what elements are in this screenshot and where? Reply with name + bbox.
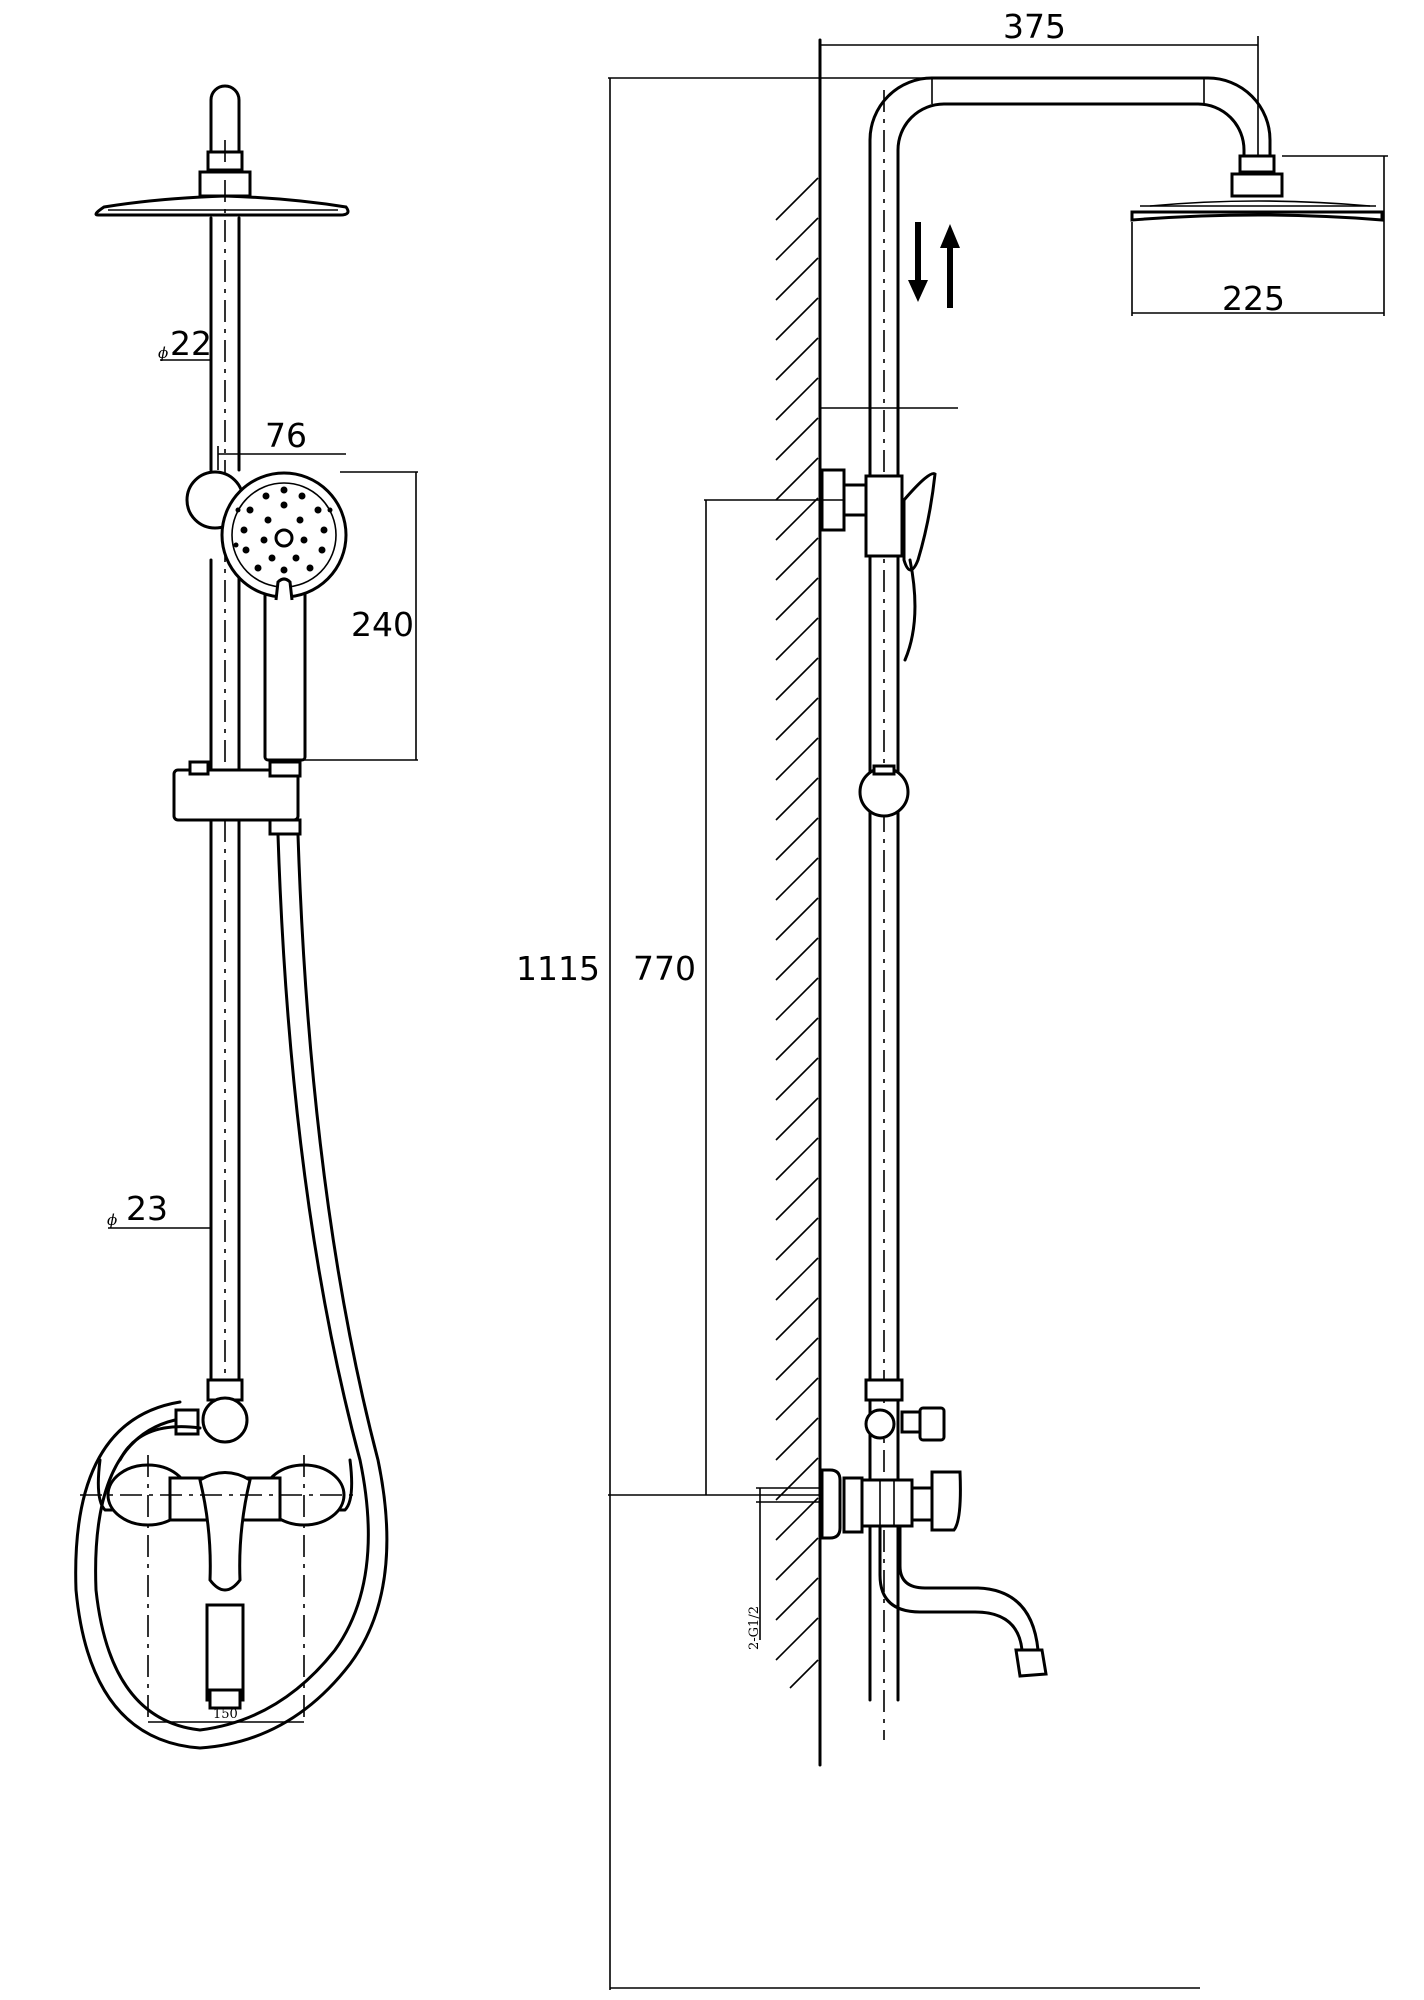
arm-projection-label: 375 (1003, 7, 1066, 46)
inlet-spacing-label: 150 (213, 1707, 238, 1722)
rail-diameter-symbol: ϕ (158, 344, 168, 362)
rail-diameter-label: 22 (170, 324, 212, 363)
spray-nozzles (233, 486, 333, 574)
pipe-diameter-label: 23 (126, 1189, 168, 1228)
side-view: 2-G1/2 375 225 1115 770 (516, 7, 1388, 1990)
flow-direction-arrows (908, 222, 960, 308)
pipe-diameter-symbol: ϕ (107, 1211, 117, 1229)
front-view: ϕ 22 76 240 ϕ 23 150 (74, 84, 418, 1750)
handshower-length-label: 240 (351, 605, 414, 644)
inlet-thread-label: 2-G1/2 (747, 1606, 762, 1650)
mixer-height-label: 770 (633, 949, 696, 988)
head-diameter-label: 225 (1222, 279, 1285, 318)
handshower-width-label: 76 (265, 416, 307, 455)
wall-hatching (775, 177, 819, 1689)
total-height-label: 1115 (516, 949, 600, 988)
